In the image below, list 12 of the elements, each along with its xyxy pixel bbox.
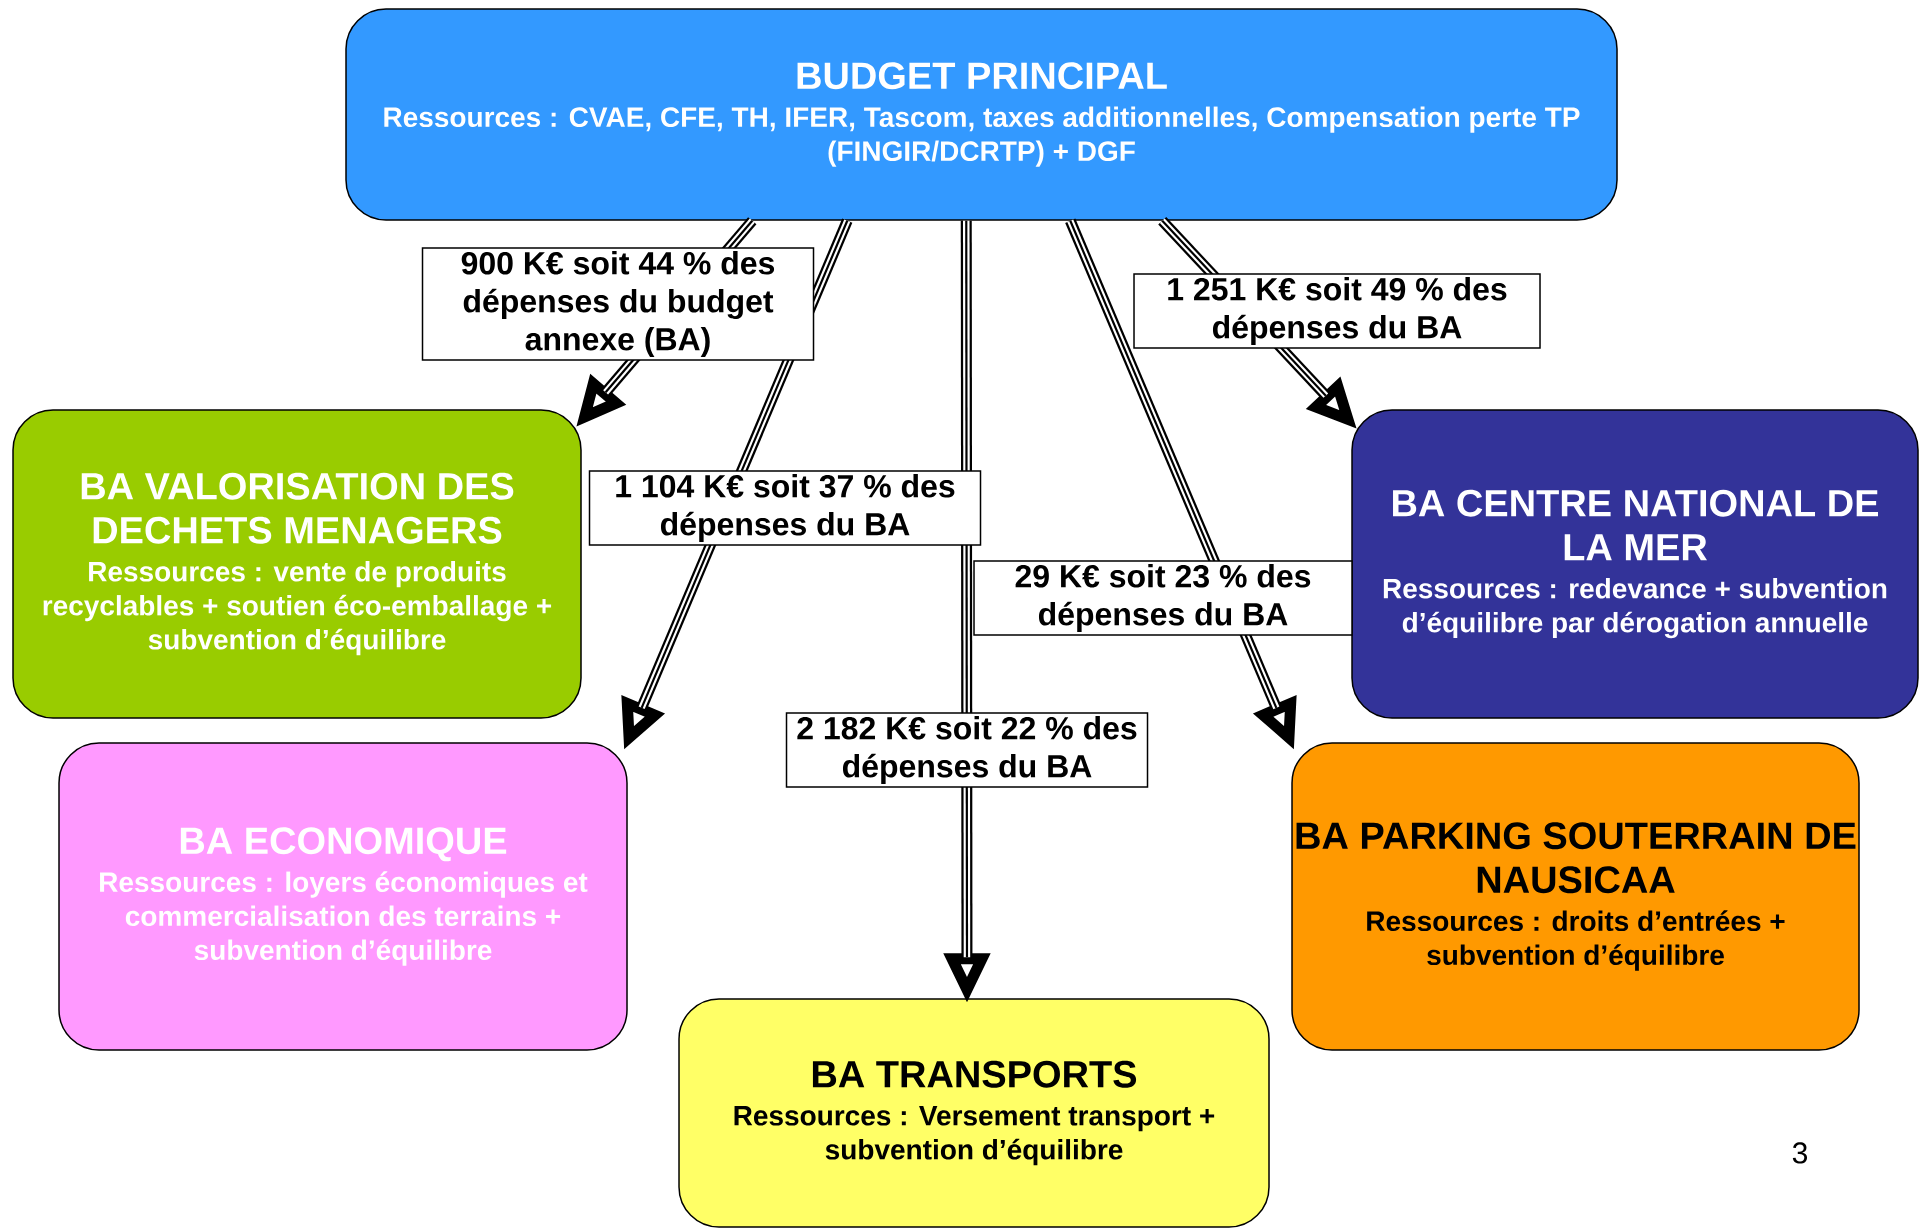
budget-box: BA CENTRE NATIONAL DE LA MER Ressources : redevance + subvention d’équilibre par dérogation annuelle [1351, 409, 1919, 719]
edge-label: 29 K€ soit 23 % des dépenses du BA [973, 560, 1353, 636]
budget-box: BA TRANSPORTS Ressources : Versement transport + subvention d’équilibre [678, 998, 1270, 1228]
edge-label: 2 182 K€ soit 22 % des dépenses du BA [785, 712, 1149, 788]
budget-box: BA VALORISATION DES DECHETS MENAGERS Ressources : vente de produits recyclables + soutien éco-emballage + subvention d’équilibre [12, 409, 582, 719]
budget-box: BUDGET PRINCIPAL Ressources : CVAE, CFE, TH, IFER, Tascom, taxes additionnelles, Compensation perte TP (FINGIR/DCRTP) + DGF [345, 8, 1618, 221]
page-number: 3 [1792, 1142, 1808, 1164]
edge-label: 900 K€ soit 44 % des dépenses du budget annexe (BA) [421, 247, 815, 361]
budget-box: BA ECONOMIQUE Ressources : loyers économiques et commercialisation des terrains + subvention d’équilibre [58, 742, 628, 1051]
edge-label: 1 251 K€ soit 49 % des dépenses du BA [1133, 273, 1541, 349]
edge-label: 1 104 K€ soit 37 % des dépenses du BA [588, 470, 982, 546]
budget-box: BA PARKING SOUTERRAIN DE NAUSICAA Ressources : droits d’entrées + subvention d’équilibre [1291, 742, 1860, 1051]
